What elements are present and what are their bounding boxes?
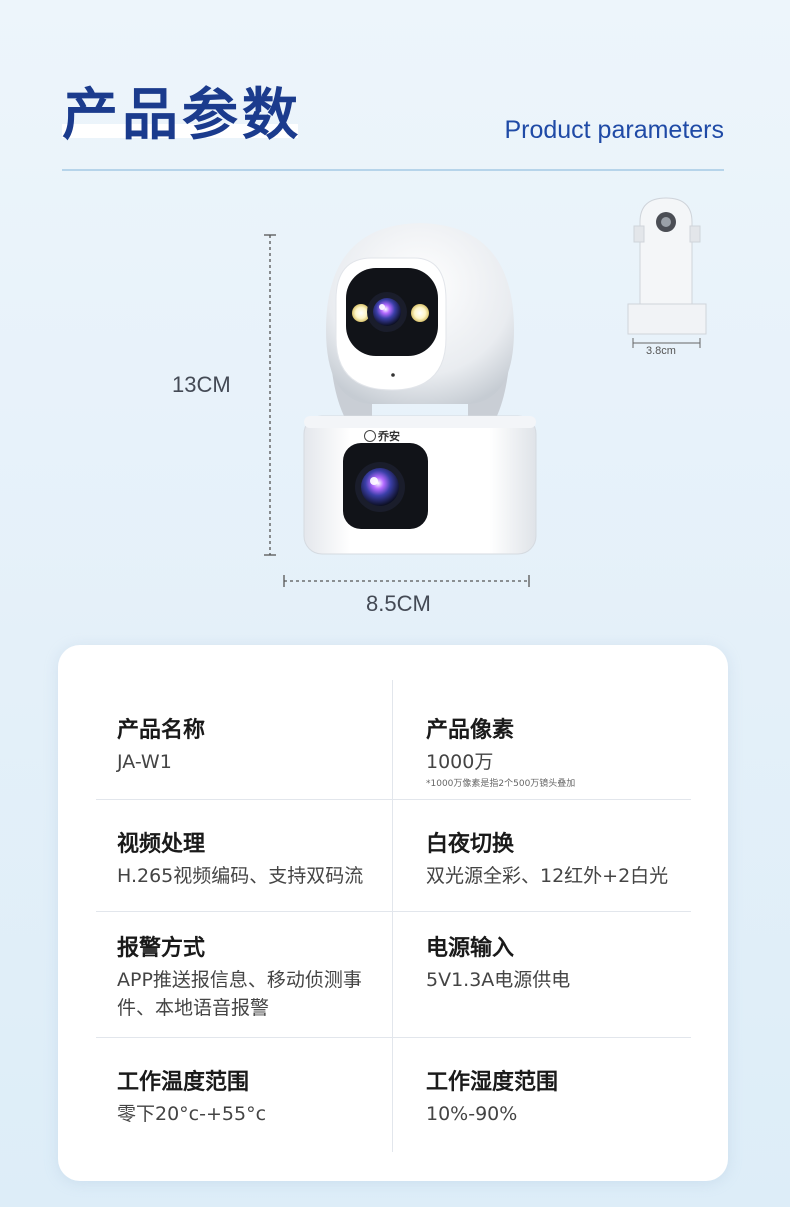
- spec-label: 视频处理: [117, 832, 206, 857]
- header-divider: [62, 169, 724, 171]
- spec-alarm: 报警方式 APP推送报信息、移动侦测事件、本地语音报警: [117, 934, 385, 1022]
- bracket-illustration: [627, 197, 707, 348]
- spec-pixels: 产品像素 1000万 *1000万像素是指2个500万镜头叠加: [426, 716, 696, 790]
- spec-humidity: 工作湿度范围 10%-90%: [426, 1068, 696, 1128]
- spec-value: JA-W1: [117, 751, 172, 773]
- spec-value: 双光源全彩、12红外+2白光: [426, 865, 669, 887]
- brand-logo-icon: [364, 430, 376, 442]
- bracket-width-label: 3.8cm: [646, 345, 676, 357]
- spec-product-name: 产品名称 JA-W1: [117, 716, 387, 776]
- spec-note: *1000万像素是指2个500万镜头叠加: [426, 779, 576, 789]
- brand-logo-text: 乔安: [378, 430, 400, 443]
- spec-day-night: 白夜切换 双光源全彩、12红外+2白光: [426, 830, 696, 890]
- spec-label: 白夜切换: [426, 832, 515, 857]
- spec-value: 零下20°c-+55°c: [117, 1103, 267, 1125]
- spec-label: 产品像素: [426, 718, 515, 743]
- spec-label: 工作湿度范围: [426, 1070, 559, 1095]
- spec-power: 电源输入 5V1.3A电源供电: [426, 934, 696, 994]
- spec-value: APP推送报信息、移动侦测事件、本地语音报警: [117, 969, 362, 1019]
- spec-label: 工作温度范围: [117, 1070, 250, 1095]
- page-title: 产品参数: [62, 83, 302, 148]
- camera-illustration: [264, 223, 537, 587]
- spec-value: H.265视频编码、支持双码流: [117, 865, 364, 887]
- spec-column-divider: [392, 680, 393, 1152]
- title-highlight-bar: [62, 124, 298, 138]
- brand-logo: 乔安: [364, 428, 400, 444]
- spec-video: 视频处理 H.265视频编码、支持双码流: [117, 830, 387, 890]
- page-subtitle: Product parameters: [504, 116, 724, 144]
- spec-value: 5V1.3A电源供电: [426, 969, 571, 991]
- width-label: 8.5CM: [366, 591, 431, 616]
- spec-card: [58, 645, 728, 1181]
- spec-label: 产品名称: [117, 718, 206, 743]
- spec-row-divider: [96, 911, 691, 912]
- spec-temperature: 工作温度范围 零下20°c-+55°c: [117, 1068, 387, 1128]
- spec-label: 电源输入: [426, 936, 515, 961]
- spec-label: 报警方式: [117, 936, 206, 961]
- spec-value: 1000万: [426, 751, 494, 773]
- spec-row-divider: [96, 1037, 691, 1038]
- spec-row-divider: [96, 799, 691, 800]
- height-label: 13CM: [172, 372, 231, 397]
- spec-value: 10%-90%: [426, 1103, 518, 1125]
